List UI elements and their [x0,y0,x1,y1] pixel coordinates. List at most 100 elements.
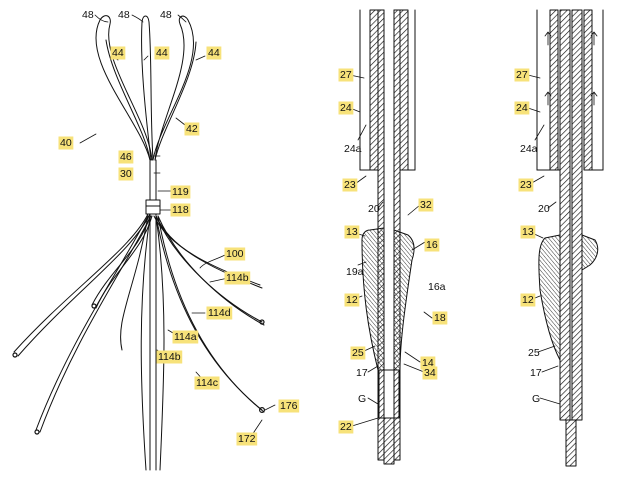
ref-label-a-30: 30 [118,167,134,181]
ref-label-b-32: 32 [418,198,434,212]
label-highlight [350,346,366,360]
ref-label-text: 20 [538,203,550,215]
label-highlight [118,150,134,164]
ref-label-a-48b: 48 [118,9,130,21]
ref-label-text: 13 [346,226,358,238]
label-highlight [236,432,258,446]
ref-label-a-44a: 44 [110,46,126,60]
label-highlight [224,271,251,285]
ref-label-c-24a: 24a [520,143,538,155]
ref-label-b-22: 22 [338,420,354,434]
ref-label-a-40: 40 [58,136,74,150]
ref-label-a-48c: 48 [160,9,172,21]
ref-label-text: 25 [352,347,364,359]
ref-label-text: 18 [434,312,446,324]
ref-label-c-12: 12 [520,293,536,307]
label-highlight [58,136,74,150]
label-highlight [514,101,530,115]
ref-label-text: 24 [340,102,352,114]
ref-label-a-44c: 44 [206,46,222,60]
ref-label-text: 16 [426,239,438,251]
label-highlight [184,122,200,136]
label-highlight [342,178,358,192]
upper-loop-wires [95,15,197,161]
ref-label-text: 118 [172,204,189,216]
label-highlight [344,225,360,239]
label-highlight [206,46,222,60]
ref-label-c-23: 23 [518,178,534,192]
ref-label-c-25: 25 [528,347,540,359]
ref-label-text: 25 [528,347,540,359]
label-highlight [432,311,448,325]
leader-lines-a2 [156,254,276,439]
ref-label-text: 13 [522,226,534,238]
ref-label-b-G: G [358,393,366,405]
ref-label-text: 100 [226,248,244,260]
ref-label-b-25: 25 [350,346,366,360]
label-highlight [520,293,536,307]
ref-label-text: 19a [346,266,364,278]
ref-label-c-13: 13 [520,225,536,239]
catheter-shaft [145,159,161,471]
ref-label-a-42: 42 [184,122,200,136]
ref-label-a-114b_bot: 114b [156,350,183,364]
ref-label-text: 30 [120,168,132,180]
ref-label-b-14: 14 [420,356,436,370]
ref-label-c-27: 27 [514,68,530,82]
ref-label-text: 27 [340,69,352,81]
label-highlight [170,203,191,217]
ref-label-text: 22 [340,421,352,433]
ref-label-a-114d: 114d [206,306,233,320]
ref-label-text: 114a [174,331,197,343]
ref-label-a-172: 172 [236,432,258,446]
ref-label-a-100: 100 [224,247,246,261]
ref-label-a-176: 176 [278,399,300,413]
ref-label-b-16: 16 [424,238,440,252]
ref-label-text: 24a [520,143,538,155]
label-highlight [514,68,530,82]
ref-label-text: 14 [422,357,434,369]
ref-label-text: 48 [118,9,130,21]
label-highlight [422,366,438,380]
ref-label-b-20: 20 [368,203,380,215]
label-highlight [518,178,534,192]
label-highlight [224,247,246,261]
ref-label-b-18: 18 [432,311,448,325]
sectional-view-b [349,9,433,465]
ref-label-a-46: 46 [118,150,134,164]
ref-label-text: G [358,393,366,405]
label-highlight [338,68,354,82]
label-highlight [420,356,436,370]
ref-label-b-16a: 16a [428,281,446,293]
ref-label-a-48a: 48 [82,9,94,21]
ref-label-text: 114c [196,377,218,389]
ref-label-a-114a: 114a [172,330,199,344]
ref-label-b-23: 23 [342,178,358,192]
ref-label-b-13: 13 [344,225,360,239]
label-highlight [170,185,191,199]
label-highlight [110,46,126,60]
ref-label-text: 12 [522,294,534,306]
ref-label-a-114c: 114c [194,376,220,390]
filter-device-drawing [12,14,276,471]
ref-label-text: 20 [368,203,380,215]
ref-label-text: 12 [346,294,358,306]
ref-label-b-24a: 24a [344,143,362,155]
ref-label-text: 17 [356,367,368,379]
label-highlight [156,350,183,364]
label-highlight [118,167,134,181]
ref-label-text: 17 [530,367,542,379]
ref-label-b-24: 24 [338,101,354,115]
ref-label-c-20: 20 [538,203,550,215]
ref-label-b-27: 27 [338,68,354,82]
leader-lines-a [79,14,206,211]
ref-label-text: 23 [344,179,356,191]
ref-label-text: 48 [82,9,94,21]
ref-label-c-17: 17 [530,367,542,379]
ref-label-text: 44 [156,47,168,59]
ref-label-b-12: 12 [344,293,360,307]
ref-label-text: G [532,393,540,405]
ref-label-text: 16a [428,281,446,293]
